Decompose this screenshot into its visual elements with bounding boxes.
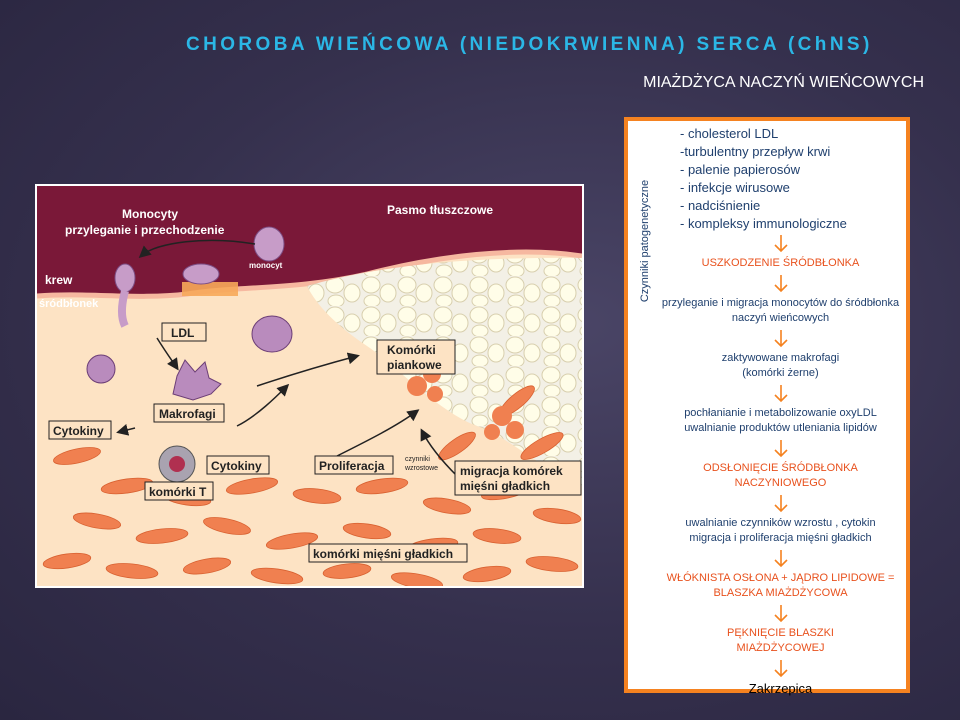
- step-thrombosis: Zakrzepica: [748, 681, 813, 696]
- down-arrow-icon: [773, 495, 788, 513]
- step-endothelium-exposure: ODSŁONIĘCIE ŚRÓDBŁONKA NACZYNIOWEGO: [703, 462, 858, 489]
- label-proliferation: Proliferacja: [319, 459, 385, 473]
- label-monocytes-2: przyleganie i przechodzenie: [65, 223, 225, 237]
- step-activated-macrophages: zaktywowane makrofagi(komórki żerne): [721, 352, 840, 379]
- label-foam-cells-2: piankowe: [387, 358, 442, 372]
- risk-factor-item: -turbulentny przepływ krwi: [680, 144, 831, 159]
- risk-factor-item: - kompleksy immunologiczne: [680, 216, 847, 231]
- label-t-cells: komórki T: [149, 485, 207, 499]
- label-monocytes-1: Monocyty: [122, 207, 178, 221]
- down-arrow-icon: [773, 330, 788, 348]
- down-arrow-icon: [773, 440, 788, 458]
- pathogenesis-steps: USZKODZENIE ŚRÓDBŁONKA przyleganie i mig…: [661, 235, 900, 700]
- label-migration-2: mięśni gładkich: [460, 479, 550, 493]
- page-title: CHOROBA WIEŃCOWA (NIEDOKRWIENNA) SERCA (…: [186, 34, 873, 55]
- endothelium-line: [37, 249, 582, 299]
- macrophages: [86, 315, 293, 401]
- step-monocyte-adhesion: przyleganie i migracja monocytów do śród…: [661, 297, 900, 324]
- page-subtitle: MIAŻDŻYCA NACZYŃ WIEŃCOWYCH: [643, 74, 924, 91]
- label-fatty-streak: Pasmo tłuszczowe: [387, 203, 493, 217]
- factors-vertical-label: Czynniki patogenetyczne: [639, 179, 651, 303]
- pathogenesis-panel: Czynniki patogenetyczne - cholesterol LD…: [624, 117, 910, 696]
- label-blood: krew: [45, 273, 73, 287]
- down-arrow-icon: [773, 385, 788, 403]
- monocytes: [114, 226, 285, 293]
- down-arrow-icon: [773, 605, 788, 623]
- label-growth-factors-2: wzrostowe: [404, 465, 438, 472]
- label-migration-1: migracja komórek: [460, 464, 563, 478]
- risk-factor-item: - nadciśnienie: [680, 198, 761, 213]
- label-macrophages: Makrofagi: [159, 407, 216, 421]
- risk-factor-list: - cholesterol LDL -turbulentny przepływ …: [680, 125, 847, 233]
- foam-cells: [407, 365, 524, 440]
- step-plaque-formation: WŁÓKNISTA OSŁONA + JĄDRO LIPIDOWE =BLASZ…: [666, 572, 895, 599]
- label-foam-cells-1: Komórki: [387, 343, 436, 357]
- label-boxes: LDL Komórki piankowe Makrofagi Cytokiny …: [48, 322, 582, 563]
- label-cytokines-left: Cytokiny: [53, 424, 104, 438]
- blood-lumen: [37, 186, 582, 297]
- down-arrow-icon: [773, 235, 788, 253]
- label-growth-factors-1: czynniki: [405, 456, 430, 463]
- down-arrow-icon: [773, 550, 788, 568]
- label-smooth-muscle: komórki mięśni gładkich: [313, 547, 453, 561]
- label-ldl: LDL: [171, 326, 194, 340]
- down-arrow-icon: [773, 660, 788, 678]
- label-monocyte: monocyt: [249, 261, 283, 270]
- t-cell: [158, 445, 196, 483]
- risk-factor-item: - palenie papierosów: [680, 162, 800, 177]
- down-arrow-icon: [773, 275, 788, 293]
- risk-factor-item: - cholesterol LDL: [680, 126, 779, 141]
- label-endothelium: śródbłonek: [39, 298, 99, 310]
- atherosclerosis-illustration: Monocyty przyleganie i przechodzenie Pas…: [35, 184, 584, 588]
- step-endothelium-damage: USZKODZENIE ŚRÓDBŁONKA: [701, 257, 860, 269]
- illustration-canvas: Monocyty przyleganie i przechodzenie Pas…: [37, 186, 582, 586]
- label-cytokines-right: Cytokiny: [211, 459, 262, 473]
- risk-factor-item: - infekcje wirusowe: [680, 180, 790, 195]
